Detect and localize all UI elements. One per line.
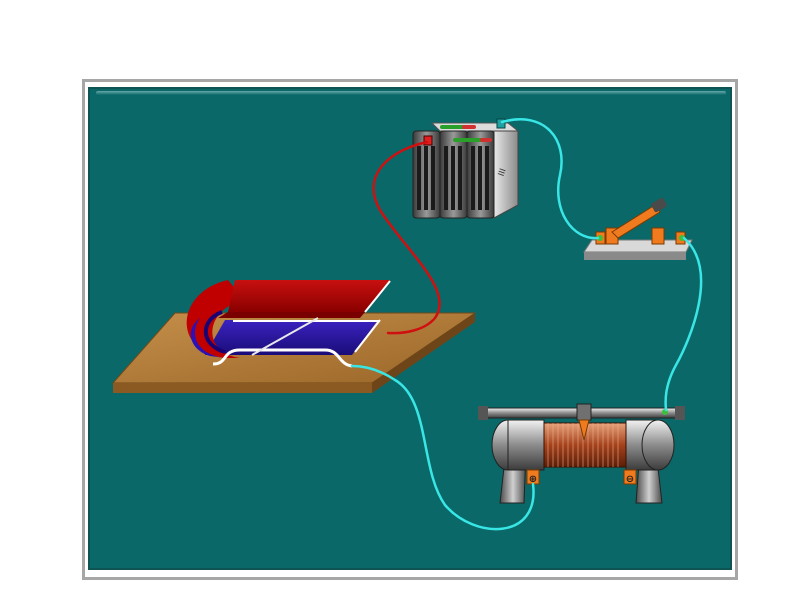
knife-switch (583, 197, 693, 260)
red-wire (372, 140, 441, 335)
svg-text:III: III (496, 167, 508, 177)
u-shaped-magnet (186, 280, 391, 358)
cyan-wire-rheostat-rail (350, 364, 535, 531)
diagram-frame (82, 79, 738, 580)
rheostat-terminal-b-sign: ⊖ (626, 474, 634, 485)
sliding-rheostat: ⊕ ⊖ (478, 403, 685, 504)
cyan-wire-battery-switch (500, 118, 600, 240)
battery: III (412, 118, 520, 219)
connecting-wires (350, 118, 703, 531)
conducting-rails (212, 320, 380, 368)
rheostat-terminal-a-sign: ⊕ (529, 474, 537, 485)
cyan-wire-switch-rheostat (664, 236, 703, 412)
conducting-rod (251, 317, 319, 356)
board-highlight (96, 91, 726, 95)
